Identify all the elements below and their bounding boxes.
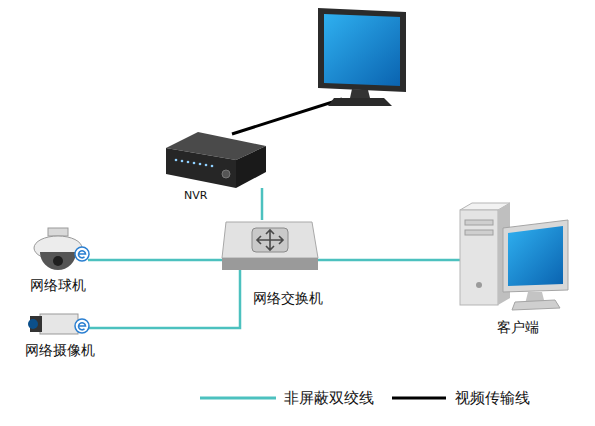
tower-top [460, 203, 510, 210]
nvr-side [236, 146, 266, 188]
monitor-screen [324, 14, 400, 86]
network-cable [86, 270, 240, 328]
client-device: 客户端 [460, 200, 570, 310]
legend-text: 视频传输线 [455, 389, 530, 407]
nvr-front [166, 148, 236, 188]
legend-line-sample [200, 397, 276, 400]
monitor-frame [318, 8, 406, 92]
camera-body [40, 314, 78, 334]
nvr-led [193, 162, 196, 165]
tower-front [460, 210, 498, 305]
monitor-icon [318, 8, 406, 106]
pc-monitor-frame [503, 220, 568, 292]
nvr-icon [166, 132, 266, 188]
monitor-neck [350, 89, 370, 98]
switch-icon [222, 222, 318, 270]
dome-housing [34, 236, 82, 260]
network-cable [318, 259, 460, 262]
device-label: 网络球机 [30, 278, 86, 293]
switch-top [222, 222, 318, 258]
pc-monitor-base [512, 300, 560, 310]
nvr-led [211, 165, 214, 168]
browser-mark [79, 251, 86, 258]
switch-front [222, 258, 318, 270]
nvr-led [187, 161, 190, 164]
nvr-led [199, 163, 202, 166]
nvr-leds [175, 159, 214, 168]
box-camera-device: 网络摄像机 [28, 310, 86, 340]
device-label: 客户端 [497, 320, 539, 335]
tower-side [498, 203, 510, 305]
network-cable [88, 259, 222, 262]
device-label: 网络摄像机 [25, 343, 95, 358]
switch-device: 网络交换机 [222, 220, 318, 270]
switch-arrows [257, 230, 283, 250]
drive-bay [465, 230, 493, 235]
dome-lens [53, 256, 63, 266]
box-camera-icon [28, 314, 89, 334]
nvr-led [205, 164, 208, 167]
camera-hood [30, 316, 42, 332]
switch-symbol [252, 228, 288, 252]
browser-mark [79, 323, 86, 330]
dome-mount [48, 228, 68, 236]
power-button [476, 282, 482, 288]
monitor-base [328, 98, 392, 106]
nvr-device: NVR [163, 128, 268, 188]
camera-lens [28, 319, 38, 329]
pc-monitor-screen [508, 226, 563, 286]
device-label: NVR [184, 190, 207, 202]
nvr-led [175, 159, 178, 162]
device-label: 网络交换机 [253, 291, 323, 306]
drive-bay [465, 220, 493, 225]
nvr-knob [222, 170, 230, 178]
dome-glass [40, 252, 76, 270]
dome-camera-device: 网络球机 [30, 228, 88, 276]
browser-icon [75, 319, 89, 333]
video-cable [232, 99, 342, 134]
legend-text: 非屏蔽双绞线 [284, 389, 374, 407]
client-pc-icon [460, 203, 568, 310]
dome-camera-icon [34, 228, 89, 270]
pc-monitor-neck [525, 292, 545, 304]
network-cable [261, 188, 264, 220]
browser-icon [75, 247, 89, 261]
nvr-led [181, 160, 184, 163]
nvr-top [166, 132, 266, 160]
legend-line-sample [392, 397, 446, 400]
